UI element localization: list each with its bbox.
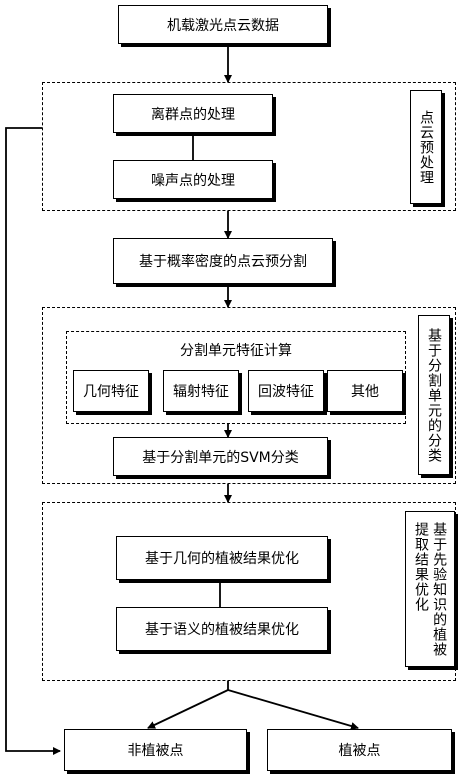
- prior-label-col2: 提取结果优化: [413, 521, 429, 612]
- svm-box: 基于分割单元的SVM分类: [113, 437, 328, 476]
- preprocess-side-label: 点云预处理: [410, 90, 442, 204]
- optimize-group: [42, 502, 456, 681]
- other-feature-label: 其他: [351, 384, 379, 400]
- vegetation-box: 植被点: [267, 729, 452, 771]
- prior-side-label: 基于先验知识的植被 提取结果优化: [405, 511, 455, 667]
- feature-calc-label: 分割单元特征计算: [180, 343, 292, 359]
- feature-calc-title: 分割单元特征计算: [66, 340, 406, 360]
- classification-group: [42, 307, 456, 484]
- radiometric-feature-box: 辐射特征: [163, 370, 239, 412]
- geometry-feature-label: 几何特征: [83, 384, 139, 400]
- preprocess-label-text: 点云预处理: [418, 109, 435, 185]
- classification-side-label: 基于分割单元的分类: [418, 315, 450, 475]
- echo-feature-label: 回波特征: [258, 384, 314, 400]
- prior-label-col1: 基于先验知识的植被: [431, 521, 448, 657]
- semantic-optimize-box: 基于语义的植被结果优化: [116, 607, 328, 651]
- presegment-label: 基于概率密度的点云预分割: [139, 254, 307, 270]
- non-vegetation-box: 非植被点: [64, 729, 247, 771]
- arrow-to-non-vegetation: [147, 689, 229, 729]
- classification-label-text: 基于分割单元的分类: [426, 327, 443, 463]
- semantic-optimize-label: 基于语义的植被结果优化: [145, 622, 299, 638]
- preprocess-group: [42, 82, 456, 211]
- echo-feature-box: 回波特征: [248, 370, 324, 412]
- noise-label: 噪声点的处理: [151, 172, 235, 189]
- svm-label: 基于分割单元的SVM分类: [142, 449, 299, 466]
- outlier-label: 离群点的处理: [151, 106, 235, 123]
- geometry-feature-box: 几何特征: [73, 370, 149, 412]
- outlier-box: 离群点的处理: [113, 94, 273, 133]
- feature-calc-group: [66, 331, 406, 424]
- vegetation-label: 植被点: [338, 743, 381, 759]
- geometry-optimize-label: 基于几何的植被结果优化: [145, 551, 299, 567]
- other-feature-box: 其他: [327, 370, 403, 412]
- source-label: 机载激光点云数据: [167, 17, 279, 34]
- geometry-optimize-box: 基于几何的植被结果优化: [116, 536, 328, 580]
- source-box: 机载激光点云数据: [118, 5, 328, 44]
- presegment-box: 基于概率密度的点云预分割: [113, 238, 333, 284]
- non-vegetation-label: 非植被点: [127, 743, 184, 759]
- noise-box: 噪声点的处理: [113, 160, 273, 199]
- arrow-to-vegetation: [227, 689, 359, 730]
- radiometric-feature-label: 辐射特征: [173, 384, 229, 400]
- feedback-line-to-non-vegetation: [5, 127, 61, 755]
